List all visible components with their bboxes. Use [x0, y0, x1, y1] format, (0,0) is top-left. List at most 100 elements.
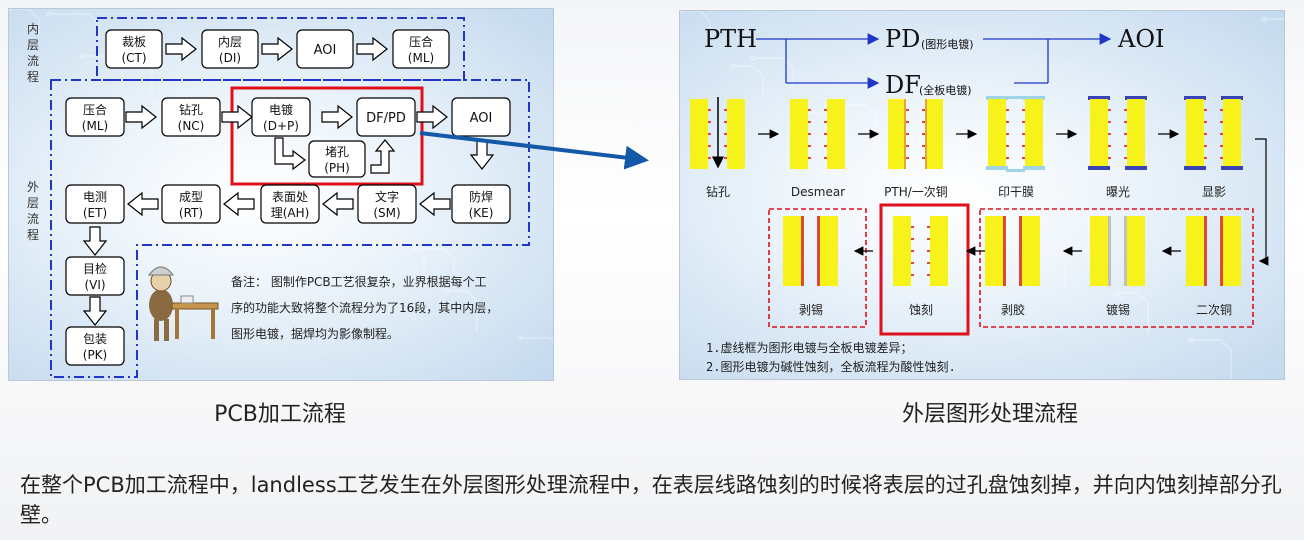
box-row1-2: AOI [296, 29, 354, 69]
box-plug-hole: 堵孔 (PH) [308, 140, 366, 178]
pd-label: PD [885, 25, 920, 53]
stackup-row2-3 [1090, 216, 1145, 286]
flow-arrow-icon [321, 104, 353, 130]
box-row2-2: 电镀 (D+P) [251, 97, 311, 137]
flow-arrow-icon [370, 139, 396, 174]
box-row2-1: 钻孔 (NC) [161, 97, 221, 137]
box-row3-4-line1: 防焊 [469, 189, 493, 204]
box-plug-hole-line1: 堵孔 [325, 145, 349, 159]
step-label-row2: 剥锡 [799, 302, 823, 317]
step-label-row2: 二次铜 [1196, 302, 1232, 317]
section-label-char: 程 [27, 69, 39, 84]
box-row2-1-line2: (NC) [178, 119, 205, 133]
box-row1-3-line2: (ML) [408, 51, 434, 65]
flow-arrow-icon [274, 137, 306, 171]
step-label-row1: 印干膜 [998, 185, 1034, 199]
box-row2-2-line1: 电镀 [269, 103, 293, 117]
worker-figure-icon [147, 266, 219, 341]
process-note: 1.虚线框为图形电镀与全板电镀差异； [706, 340, 912, 355]
note-line: 备注： 图制作PCB工艺很复杂，业界根据每个工 [231, 274, 487, 289]
step-label-row1: PTH/一次铜 [884, 184, 948, 199]
step-label-row2: 蚀刻 [909, 303, 933, 317]
box-row2-0: 压合 (ML) [65, 97, 125, 137]
note-line: 序的功能大致将整个流程分为了16段，其中内层， [231, 300, 498, 315]
section-label-char: 层 [27, 38, 39, 52]
step-label-row1: 曝光 [1106, 185, 1130, 199]
description-text: 在整个PCB加工流程中，landless工艺发生在外层图形处理流程中，在表层线路… [20, 473, 1282, 527]
box-row1-3-line1: 压合 [409, 34, 433, 49]
flow-arrow-icon [416, 104, 448, 130]
step-label-row2: 镀锡 [1106, 302, 1130, 317]
step-label-row1: Desmear [791, 185, 845, 199]
section-label-char: 外 [27, 180, 39, 194]
stackup-row1-0 [690, 97, 745, 169]
section-label-char: 程 [27, 227, 39, 242]
stackup-row1-5 [1184, 96, 1243, 170]
flow-arrow-icon [125, 104, 157, 130]
step-label-row1: 钻孔 [706, 184, 730, 199]
section-label-char: 流 [27, 54, 39, 68]
box-row3-2-line2: 理(AH) [271, 206, 310, 220]
flow-arrow-icon [165, 36, 197, 62]
box-row3-3: 文字(SM) [357, 184, 417, 224]
box-row3-1-line1: 成型 [179, 190, 203, 204]
box-row1-1-line1: 内层 [218, 35, 242, 49]
step-label-row1: 显影 [1202, 185, 1226, 199]
stackup-row1-4 [1088, 96, 1147, 170]
flow-arrow-icon [322, 191, 354, 217]
box-row2-3: DF/PD [356, 97, 416, 137]
flow-arrow-icon [419, 191, 451, 217]
box-row2-0-line2: (ML) [82, 119, 108, 133]
flow-arrow-icon [127, 191, 159, 217]
box-col-0: 目检 (VI) [65, 256, 125, 296]
aoi-label: AOI [1117, 25, 1165, 53]
stackup-row2-1 [893, 216, 948, 286]
flow-arrow-down-icon [82, 296, 108, 326]
box-plug-hole-line2: (PH) [324, 161, 350, 175]
flow-arrow-icon [356, 36, 388, 62]
box-row3-2-line1: 表面处 [272, 190, 308, 204]
stackup-row2-0 [783, 216, 838, 286]
note-line: 图形电镀，据焊均为影像制程。 [231, 326, 399, 341]
box-row3-0-line2: (ET) [83, 206, 107, 220]
stackup-row1-2 [888, 99, 943, 169]
stackup-row2-2 [985, 216, 1040, 286]
box-col-0-line1: 目检 [83, 261, 107, 276]
box-row1-2-line1: AOI [314, 43, 337, 58]
box-row3-0: 电测(ET) [65, 184, 125, 224]
box-col-1: 包装(PK) [65, 326, 125, 366]
box-col-1-line2: (PK) [83, 348, 107, 362]
box-row1-1-line2: (DI) [219, 51, 241, 65]
stackup-row1-1 [790, 99, 845, 169]
stackup-row1-3 [986, 96, 1045, 172]
box-row2-2-line2: (D+P) [263, 119, 299, 133]
box-row2-3-line1: DF/PD [366, 111, 406, 126]
left-caption: PCB加工流程 [214, 402, 346, 427]
box-row3-4-line2: (KE) [469, 206, 494, 220]
pd-sub-label: (图形电镀) [921, 37, 974, 51]
box-row1-1: 内层 (DI) [201, 29, 259, 69]
flow-arrow-icon [223, 191, 255, 217]
box-row2-0-line1: 压合 [83, 102, 107, 117]
df-sub-label: (全板电镀) [919, 83, 972, 97]
box-row2-1-line1: 钻孔 [179, 102, 203, 117]
step-label-row2: 剥胶 [1001, 302, 1025, 317]
process-note: 2.图形电镀为碱性蚀刻，全板流程为酸性蚀刻. [706, 359, 956, 374]
flow-arrow-down-icon [82, 226, 108, 256]
section-label-char: 流 [27, 212, 39, 226]
box-row3-1-line2: (RT) [179, 206, 203, 220]
box-col-0-line2: (VI) [84, 278, 105, 292]
box-row1-3: 压合 (ML) [392, 29, 450, 69]
box-row2-4: AOI [451, 97, 511, 137]
df-label: DF [885, 71, 921, 99]
box-row2-4-line1: AOI [470, 111, 493, 126]
box-row3-4: 防焊 (KE) [451, 184, 511, 224]
section-label-char: 内 [27, 22, 39, 36]
flow-arrow-icon [261, 36, 293, 62]
flow-arrow-icon [221, 104, 253, 130]
